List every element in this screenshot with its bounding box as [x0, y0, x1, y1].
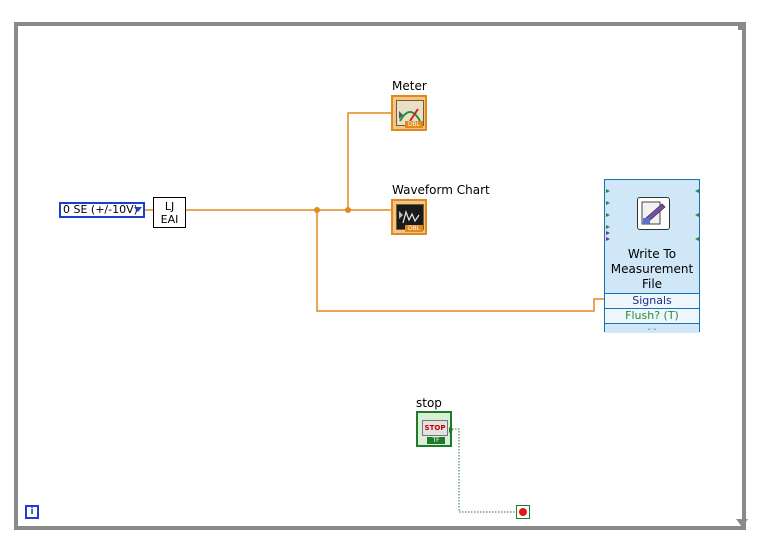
ring-value: 0 SE (+/-10V) [63, 203, 138, 216]
write-to-measurement-file-vi[interactable]: Write To Measurement File Signals Flush?… [604, 179, 700, 333]
loop-resize-arrow[interactable] [736, 519, 748, 527]
loop-corner [738, 22, 746, 30]
wire-junction-1 [314, 207, 320, 213]
dropdown-arrow-icon[interactable] [134, 207, 142, 212]
channel-ring-constant[interactable]: 0 SE (+/-10V) [59, 202, 145, 218]
waveform-chart-terminal[interactable]: DBL [391, 199, 427, 235]
expand-chevron-icon[interactable]: ⌄⌄ [605, 323, 699, 333]
wire-stop-to-condition [452, 428, 516, 513]
stop-button-terminal[interactable]: STOP TF [416, 411, 453, 447]
express-vi-title: Write To Measurement File [605, 247, 699, 292]
meter-label: Meter [392, 79, 427, 93]
meter-dbl-badge: DBL [405, 121, 423, 128]
output-arrow-icon [449, 427, 453, 433]
title-line3: File [641, 277, 663, 291]
signals-input[interactable]: Signals [605, 293, 699, 308]
iteration-terminal[interactable]: i [25, 505, 39, 519]
wire-to-meter [347, 112, 392, 210]
stop-label: stop [416, 396, 442, 410]
wire-junction-2 [345, 207, 351, 213]
title-line2: Measurement [610, 262, 694, 276]
title-line1: Write To [627, 247, 677, 261]
flush-input[interactable]: Flush? (T) [605, 308, 699, 323]
subvi-label-line1: LJ [164, 200, 175, 213]
tf-badge: TF [427, 437, 445, 444]
loop-condition-terminal[interactable] [516, 505, 530, 519]
wire-to-write-file [316, 210, 606, 312]
while-loop-frame[interactable] [14, 22, 746, 530]
stop-button-icon: STOP [422, 420, 448, 436]
write-file-pencil-icon [637, 197, 670, 230]
stop-condition-icon [519, 508, 527, 516]
chart-dbl-badge: DBL [405, 225, 423, 232]
waveform-chart-label: Waveform Chart [392, 183, 490, 197]
subvi-label-line2: EAI [160, 213, 179, 226]
meter-terminal[interactable]: DBL [391, 95, 427, 131]
lj-eai-subvi[interactable]: LJ EAI [153, 197, 186, 228]
